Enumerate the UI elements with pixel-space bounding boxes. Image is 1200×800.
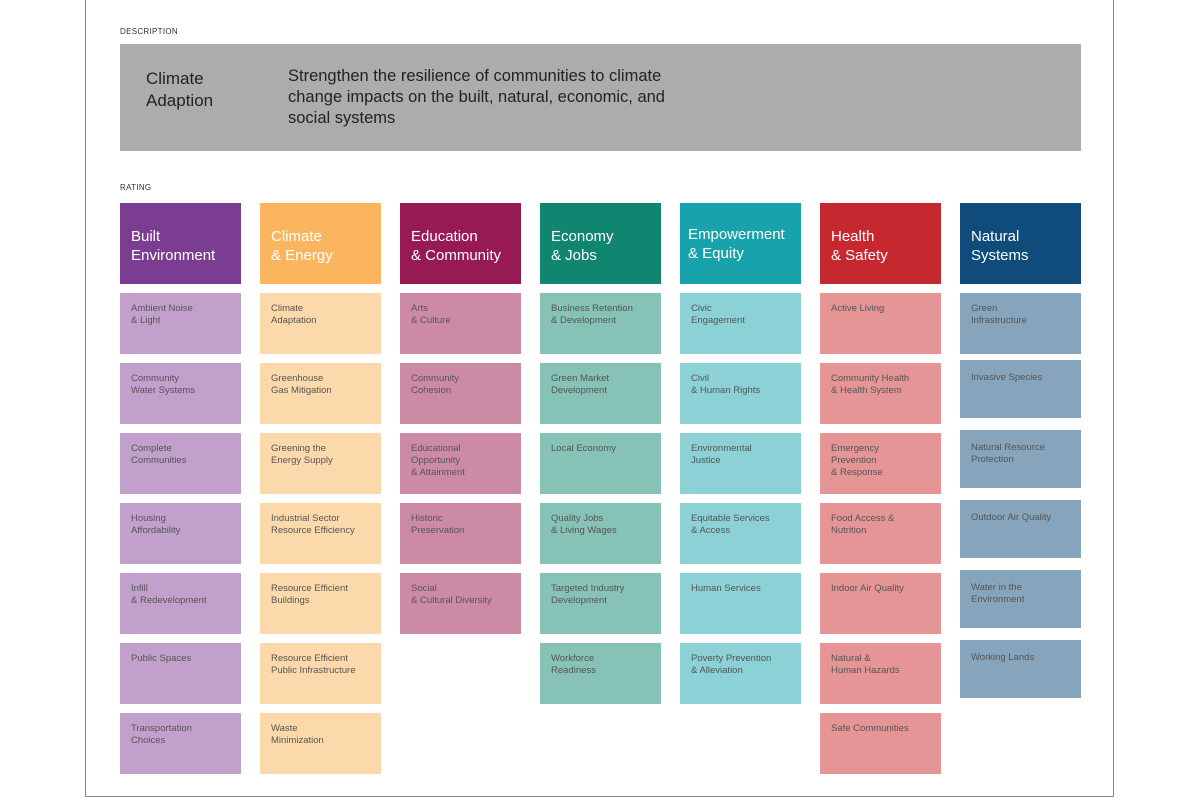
rating-item[interactable]: Ambient Noise & Light xyxy=(120,293,241,354)
rating-item[interactable]: Transportation Choices xyxy=(120,713,241,774)
rating-item[interactable]: Complete Communities xyxy=(120,433,241,494)
rating-section-label: RATING xyxy=(120,183,152,192)
rating-item[interactable]: Safe Communities xyxy=(820,713,941,774)
rating-item[interactable]: Community Health & Health System xyxy=(820,363,941,424)
rating-item[interactable]: Resource Efficient Buildings xyxy=(260,573,381,634)
rating-item[interactable]: Industrial Sector Resource Efficiency xyxy=(260,503,381,564)
rating-item[interactable]: Housing Affordability xyxy=(120,503,241,564)
rating-item[interactable]: Public Spaces xyxy=(120,643,241,704)
rating-item[interactable]: Community Cohesion xyxy=(400,363,521,424)
rating-item[interactable]: Invasive Species xyxy=(960,360,1081,418)
rating-item[interactable]: Water in the Environment xyxy=(960,570,1081,628)
rating-item[interactable]: Workforce Readiness xyxy=(540,643,661,704)
rating-item[interactable]: Green Infrastructure xyxy=(960,293,1081,354)
rating-item[interactable]: Human Services xyxy=(680,573,801,634)
rating-item[interactable]: Civic Engagement xyxy=(680,293,801,354)
column-header: Education & Community xyxy=(400,203,521,284)
rating-item[interactable]: Emergency Prevention & Response xyxy=(820,433,941,494)
rating-item[interactable]: Civil & Human Rights xyxy=(680,363,801,424)
rating-item[interactable]: Infill & Redevelopment xyxy=(120,573,241,634)
rating-item[interactable]: Historic Preservation xyxy=(400,503,521,564)
rating-item[interactable]: Equitable Services & Access xyxy=(680,503,801,564)
rating-item[interactable]: Greening the Energy Supply xyxy=(260,433,381,494)
rating-item[interactable]: Waste Minimization xyxy=(260,713,381,774)
rating-item[interactable]: Indoor Air Quality xyxy=(820,573,941,634)
rating-item[interactable]: Food Access & Nutrition xyxy=(820,503,941,564)
rating-item[interactable]: Natural Resource Protection xyxy=(960,430,1081,488)
description-title: Climate Adaption xyxy=(146,69,214,110)
rating-item[interactable]: Environmental Justice xyxy=(680,433,801,494)
column-header: Natural Systems xyxy=(960,203,1081,284)
rating-item[interactable]: Targeted Industry Development xyxy=(540,573,661,634)
rating-item[interactable]: Green Market Development xyxy=(540,363,661,424)
rating-item[interactable]: Business Retention & Development xyxy=(540,293,661,354)
rating-item[interactable]: Community Water Systems xyxy=(120,363,241,424)
description-section-label: DESCRIPTION xyxy=(120,27,178,36)
rating-item[interactable]: Social & Cultural Diversity xyxy=(400,573,521,634)
column-header: Empowerment & Equity xyxy=(680,203,801,284)
column-header: Built Environment xyxy=(120,203,241,284)
rating-item[interactable]: Arts & Culture xyxy=(400,293,521,354)
rating-item[interactable]: Resource Efficient Public Infrastructure xyxy=(260,643,381,704)
rating-item[interactable]: Poverty Prevention & Alleviation xyxy=(680,643,801,704)
description-box: Climate Adaption Strengthen the resilien… xyxy=(120,44,1081,151)
rating-item[interactable]: Natural & Human Hazards xyxy=(820,643,941,704)
rating-item[interactable]: Educational Opportunity & Attainment xyxy=(400,433,521,494)
column-header: Economy & Jobs xyxy=(540,203,661,284)
rating-item[interactable]: Greenhouse Gas Mitigation xyxy=(260,363,381,424)
rating-item[interactable]: Working Lands xyxy=(960,640,1081,698)
page-frame xyxy=(85,0,1114,797)
rating-item[interactable]: Climate Adaptation xyxy=(260,293,381,354)
rating-item[interactable]: Quality Jobs & Living Wages xyxy=(540,503,661,564)
rating-item[interactable]: Local Economy xyxy=(540,433,661,494)
rating-item[interactable]: Active Living xyxy=(820,293,941,354)
column-header: Health & Safety xyxy=(820,203,941,284)
column-header: Climate & Energy xyxy=(260,203,381,284)
description-text: Strengthen the resilience of communities… xyxy=(288,67,665,127)
rating-item[interactable]: Outdoor Air Quality xyxy=(960,500,1081,558)
